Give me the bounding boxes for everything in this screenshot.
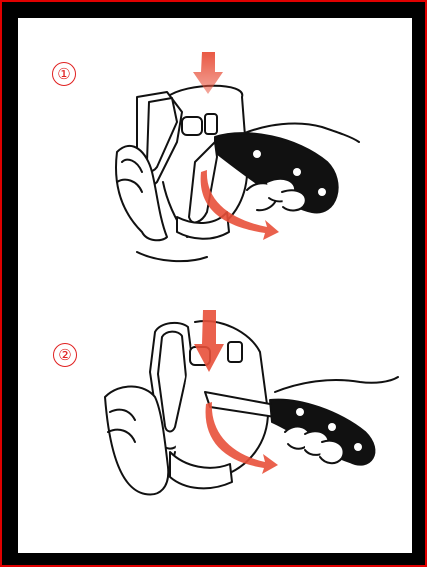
step-2-number: ②	[53, 343, 77, 367]
step-1-illustration-icon	[97, 42, 367, 272]
step-1-number: ①	[52, 62, 76, 86]
step-2-illustration-icon	[100, 302, 400, 502]
